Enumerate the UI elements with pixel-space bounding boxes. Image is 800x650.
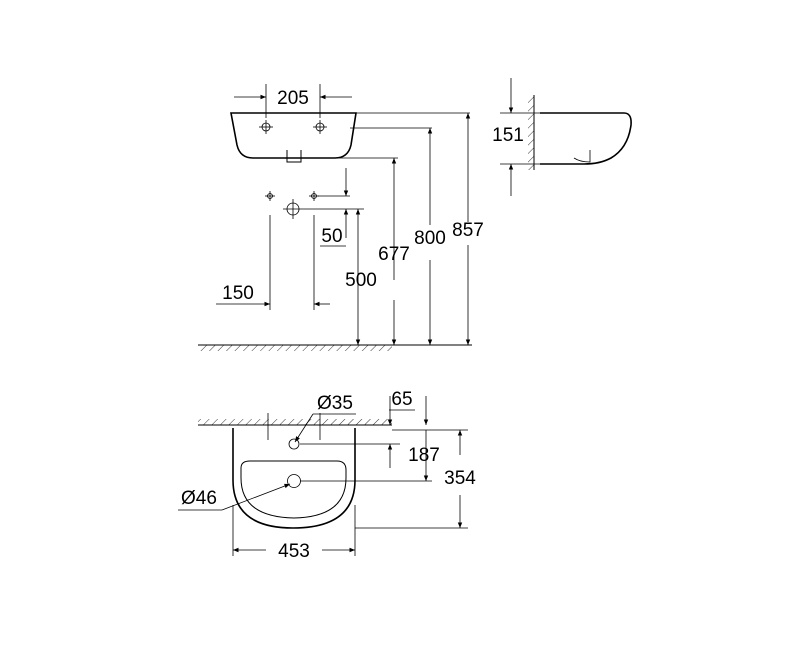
dim-354-label: 354 [444,468,476,489]
dim-677: 677 [378,158,410,345]
plan-view: Ø35 Ø46 65 187 [178,389,476,562]
side-view: 151 [492,78,632,196]
dim-50-label: 50 [321,226,342,247]
dim-tap-hole: Ø35 [294,393,356,443]
dim-205-label: 205 [277,88,309,109]
basin-side-outline [540,112,632,165]
basin-front-outline [230,112,357,159]
dim-500-label: 500 [345,270,377,291]
waste-wall-hole-icon [283,199,303,219]
dim-205: 205 [234,84,352,118]
tap-hole-left-icon [259,120,273,134]
dim-187-label: 187 [408,445,440,466]
dim-drain: Ø46 [178,483,291,511]
dim-150: 150 [216,283,330,307]
floor-line [198,344,472,351]
waste-side [573,150,591,163]
dim-50: 50 [320,168,349,247]
dim-65-label: 65 [391,389,412,410]
dim-354: 354 [300,429,476,529]
dim-800: 800 [414,128,446,345]
dim-800-label: 800 [414,228,446,249]
dim-857: 857 [452,113,484,345]
drain-icon [287,474,301,488]
tap-hole-icon [288,438,300,450]
bolt-right-icon [309,191,319,201]
dim-drain-label: Ø46 [181,488,217,509]
dim-151: 151 [492,78,540,196]
front-view: 205 50 [198,84,484,351]
dim-500: 500 [345,209,377,345]
dim-453-label: 453 [278,541,310,562]
basin-plan-inner [240,460,347,519]
tap-hole-right-icon [313,120,327,134]
basin-plan-outer [232,428,356,529]
dim-65: 65 [387,389,429,425]
dim-tap-hole-label: Ø35 [317,393,353,414]
dim-187: 187 [300,443,440,468]
dim-151-label: 151 [492,125,524,146]
dim-150-label: 150 [222,283,254,304]
dim-453: 453 [232,505,356,562]
dim-677-label: 677 [378,244,410,265]
dim-857-label: 857 [452,220,484,241]
bolt-left-icon [265,191,275,201]
waste-outlet [286,150,302,163]
